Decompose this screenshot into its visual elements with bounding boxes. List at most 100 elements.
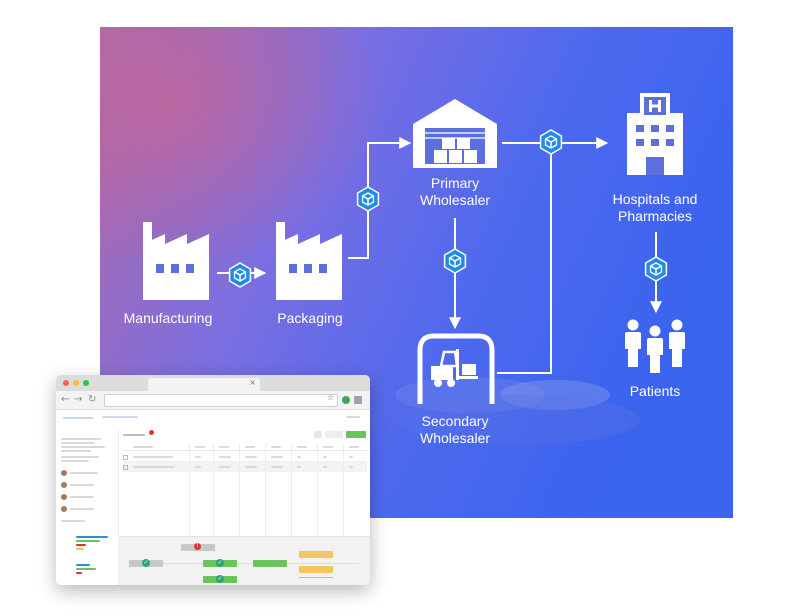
column-divider (189, 444, 190, 549)
connector-secondary-hospitals (497, 143, 552, 374)
node-label-line: Primary (430, 175, 480, 191)
forward-icon[interactable]: → (74, 394, 83, 405)
edit-button[interactable] (314, 431, 322, 438)
avatar (61, 494, 67, 500)
cell-placeholder (245, 456, 257, 458)
column-header (271, 446, 281, 448)
table-header (123, 444, 367, 451)
close-tab-icon[interactable]: × (249, 378, 256, 387)
column-divider (317, 444, 318, 549)
app-screenshot: × ← → ↻ ☆ (56, 375, 370, 585)
cell-placeholder (349, 456, 353, 458)
node-label-manufacturing: Manufacturing (123, 310, 213, 326)
column-divider (291, 444, 292, 549)
cell-placeholder (323, 456, 327, 458)
avatar (61, 506, 67, 512)
app-sidebar (56, 430, 119, 585)
workflow-connector (299, 577, 333, 578)
cell-placeholder (245, 466, 257, 468)
extension-icon[interactable] (342, 396, 350, 404)
back-icon[interactable]: ← (61, 394, 70, 405)
sign-out-placeholder (346, 416, 360, 418)
sidebar-line (61, 456, 99, 458)
node-label-line: Wholesaler (419, 192, 491, 208)
browser-tab-bar: × (56, 375, 370, 391)
panel-title-placeholder (123, 434, 145, 436)
sidebar-line (70, 508, 94, 510)
node-label-line: Wholesaler (419, 430, 491, 446)
progress-bar (76, 548, 84, 550)
progress-bar (76, 544, 86, 546)
row-checkbox[interactable] (123, 465, 128, 470)
progress-bar (76, 536, 108, 538)
node-label-patients: Patients (629, 383, 681, 399)
column-divider (343, 444, 344, 549)
sidebar-line (61, 442, 95, 444)
avatar (61, 482, 67, 488)
cast-icon[interactable] (354, 396, 362, 404)
cell-placeholder (219, 466, 231, 468)
column-header (195, 446, 205, 448)
avatar (61, 470, 67, 476)
progress-bar (76, 572, 82, 574)
node-label-line: Hospitals and (612, 191, 698, 207)
node-label-secondary-wholesaler: Secondary Wholesaler (400, 413, 510, 447)
column-header (133, 446, 153, 448)
forklift-icon (417, 333, 495, 404)
column-divider (265, 444, 266, 549)
progress-bar (76, 540, 100, 542)
check-icon: ✓ (216, 575, 224, 583)
blockchain-cube-icon (228, 262, 252, 288)
workflow-connector (129, 563, 359, 564)
primary-action-button[interactable] (346, 431, 366, 438)
cell-placeholder (219, 456, 231, 458)
column-divider (213, 444, 214, 549)
blockchain-cube-icon (443, 248, 467, 274)
alert-icon: ! (194, 543, 201, 550)
reload-icon[interactable]: ↻ (88, 394, 97, 405)
warehouse-icon (413, 99, 497, 168)
cell-placeholder (271, 456, 283, 458)
cell-placeholder (271, 466, 283, 468)
column-header (219, 446, 229, 448)
browser-address-bar: ← → ↻ ☆ (56, 391, 370, 410)
blockchain-cube-icon (356, 186, 380, 212)
top-nav-placeholder (102, 416, 138, 418)
brand-logo-bar (63, 417, 93, 419)
column-header (297, 446, 307, 448)
cell-placeholder (297, 456, 301, 458)
people-icon (625, 319, 685, 373)
column-header (349, 446, 359, 448)
node-label-primary-wholesaler: Primary Wholesaler (400, 175, 510, 209)
table-row[interactable] (123, 462, 367, 472)
window-minimize-dot[interactable] (73, 380, 79, 386)
progress-bar (76, 568, 96, 570)
column-divider (239, 444, 240, 549)
window-close-dot[interactable] (63, 380, 69, 386)
sidebar-line (70, 472, 98, 474)
workflow-step[interactable] (299, 566, 333, 573)
row-checkbox[interactable] (123, 455, 128, 460)
workflow-tracker: ✓ ! ✓ ✓ (119, 536, 370, 585)
cell-placeholder (323, 466, 327, 468)
bookmark-star-icon[interactable]: ☆ (326, 393, 334, 402)
cell-placeholder (195, 466, 201, 468)
export-button[interactable] (325, 431, 343, 438)
table-row[interactable] (123, 452, 367, 462)
column-header (323, 446, 333, 448)
browser-tab[interactable]: × (148, 378, 260, 391)
url-input[interactable]: ☆ (104, 393, 338, 407)
check-icon: ✓ (142, 559, 150, 567)
workflow-step[interactable] (253, 560, 287, 567)
node-label-packaging: Packaging (277, 310, 343, 326)
blockchain-cube-icon (644, 256, 668, 282)
cell-placeholder (349, 466, 353, 468)
column-header (245, 446, 255, 448)
order-panel: ✓ ! ✓ ✓ (119, 430, 370, 585)
workflow-step[interactable] (299, 551, 333, 558)
cell-placeholder (297, 466, 301, 468)
node-label-line: Pharmacies (618, 208, 692, 224)
window-maximize-dot[interactable] (83, 380, 89, 386)
notification-badge (149, 430, 154, 435)
sidebar-line (70, 496, 94, 498)
